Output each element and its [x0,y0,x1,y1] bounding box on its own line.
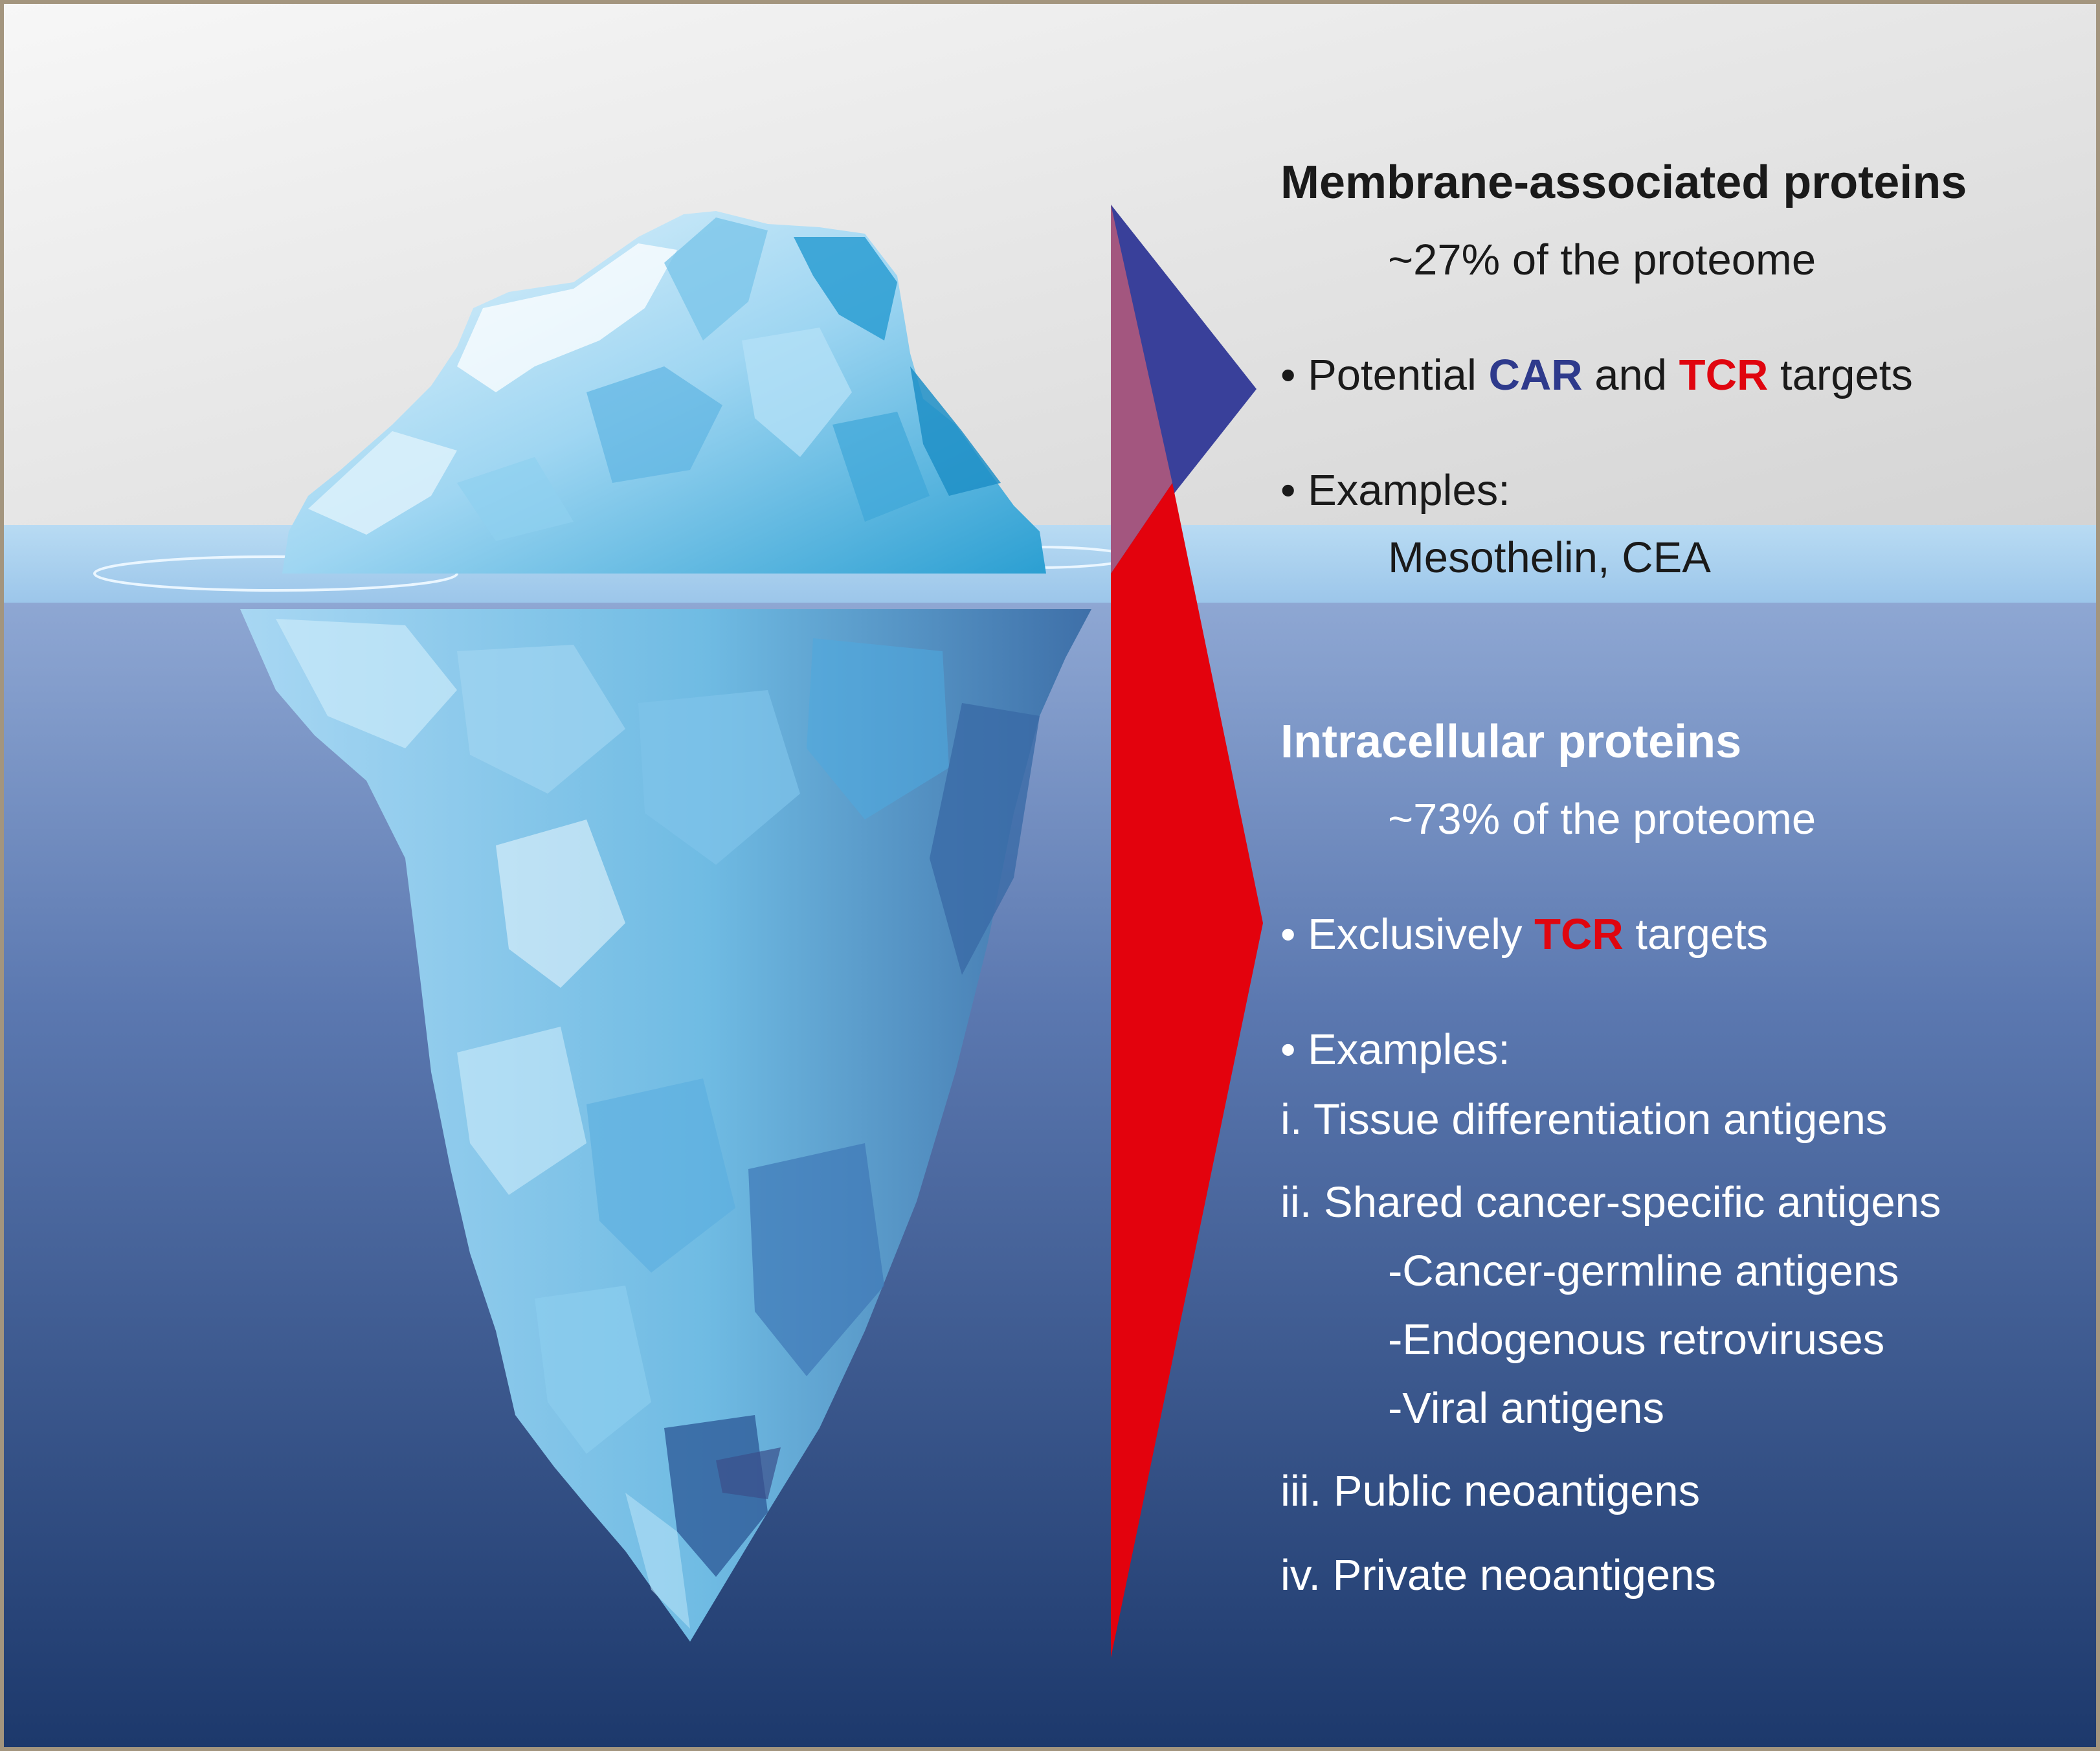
iceberg-scene [4,4,2096,1747]
bullet: • [1280,351,1296,399]
sub-list-item: -Cancer-germline antigens [1388,1247,1899,1295]
sub-list-item: -Viral antigens [1388,1384,1665,1433]
iceberg-illustration [240,211,1091,1642]
overlap-region [1111,205,1172,574]
sub-list-item: -Endogenous retroviruses [1388,1315,1885,1364]
tcr-label: TCR [1679,351,1769,399]
targets-middle: and [1594,351,1668,399]
car-label: CAR [1488,351,1583,399]
intracellular-examples-label: • Examples: [1280,1025,1510,1074]
targets-suffix: targets [1635,910,1769,959]
list-item: ii. Shared cancer-specific antigens [1280,1178,1941,1227]
list-item: i. Tissue differentiation antigens [1280,1095,1888,1144]
intracellular-title: Intracellular proteins [1280,716,1742,768]
tcr-label: TCR [1534,910,1624,959]
membrane-share: ~27% of the proteome [1388,236,1816,284]
bullet: • [1280,910,1296,959]
membrane-examples-label: • Examples: [1280,466,1510,515]
membrane-targets: • Potential CAR and TCR targets [1280,353,1913,397]
targets-suffix: targets [1780,351,1913,399]
sea [4,603,2096,1747]
sky [4,4,2096,525]
membrane-examples: Mesothelin, CEA [1388,533,1711,582]
targets-prefix: Exclusively [1308,910,1523,959]
intracellular-share: ~73% of the proteome [1388,795,1816,843]
intracellular-targets: • Exclusively TCR targets [1280,913,1768,956]
targets-prefix: Potential [1308,351,1477,399]
membrane-title: Membrane-associated proteins [1280,157,1967,208]
list-item: iii. Public neoantigens [1280,1467,1701,1515]
list-item: iv. Private neoantigens [1280,1551,1716,1600]
intracellular-pointer-triangle [1111,483,1263,1658]
